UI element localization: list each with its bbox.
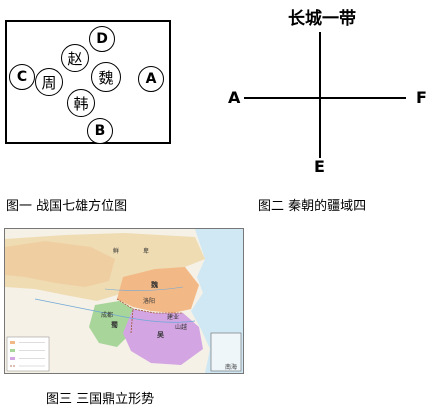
- label-wei-state: 魏: [150, 280, 158, 289]
- right-label: F: [416, 88, 427, 107]
- three-kingdoms-map: 鲜 卑 魏 蜀 吴 成都 洛阳 山越 建业 南海: [4, 228, 244, 374]
- label-shanyue: 山越: [175, 323, 187, 331]
- figure2-caption: 图二 秦朝的疆域四: [258, 199, 367, 214]
- label-chengdu: 成都: [101, 311, 113, 319]
- label-bei: 卑: [143, 247, 149, 255]
- label-xianbei: 鲜: [113, 247, 119, 255]
- state-han-circle: 韩: [67, 89, 95, 117]
- figure1-frame: D 赵 C 周 魏 A 韩 B: [5, 20, 171, 144]
- figure3-caption: 图三 三国鼎立形势: [46, 392, 155, 407]
- state-c-circle: C: [9, 64, 35, 90]
- state-b-circle: B: [87, 118, 113, 144]
- label-shu-state: 蜀: [111, 320, 118, 329]
- state-d-circle: D: [89, 26, 115, 52]
- label-nanhai: 南海: [225, 363, 237, 371]
- label-jianye: 建业: [167, 313, 179, 321]
- horizontal-axis: [244, 97, 406, 99]
- state-a-circle: A: [138, 66, 164, 92]
- figure1-caption: 图一 战国七雄方位图: [6, 199, 128, 214]
- state-zhou-circle: 周: [35, 68, 63, 96]
- map-svg: 鲜 卑 魏 蜀 吴 成都 洛阳 山越 建业 南海: [5, 229, 243, 373]
- map-inset: [210, 332, 242, 372]
- state-wei-circle: 魏: [91, 62, 121, 92]
- vertical-axis: [319, 32, 321, 158]
- label-luoyang: 洛阳: [143, 297, 155, 305]
- label-wu-state: 吴: [157, 330, 165, 339]
- top-label: 长城一带: [288, 9, 356, 29]
- left-label: A: [228, 88, 241, 107]
- bottom-label: E: [314, 157, 325, 176]
- state-zhao-circle: 赵: [61, 44, 89, 72]
